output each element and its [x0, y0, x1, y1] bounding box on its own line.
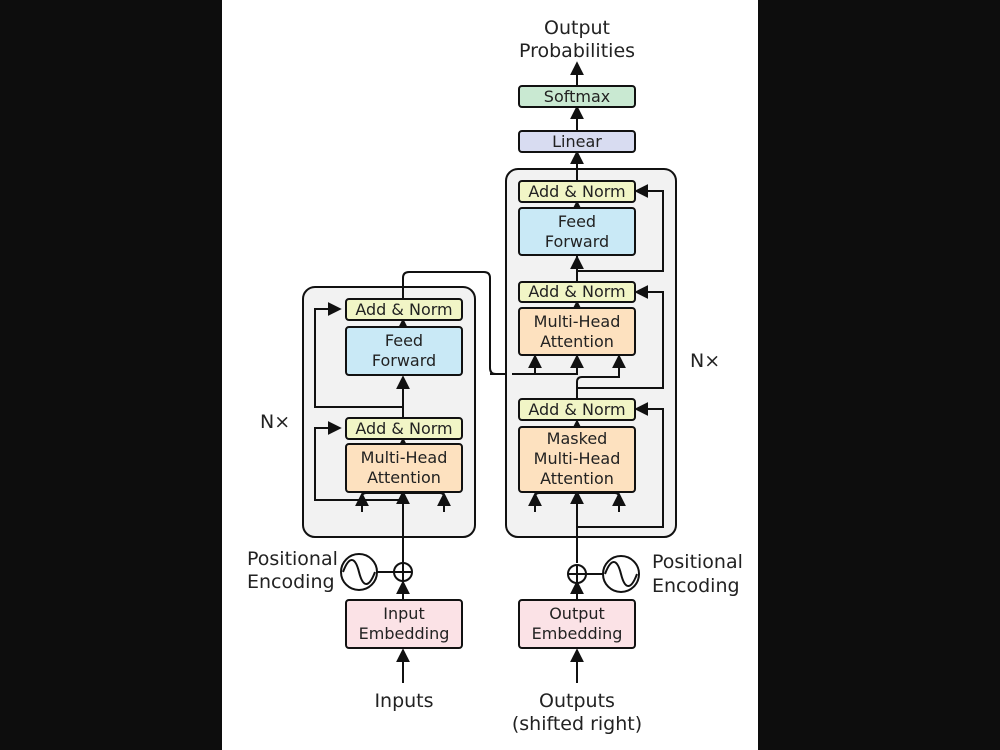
softmax-layer: Softmax — [518, 85, 636, 108]
output-probabilities-label-1: Output — [544, 17, 610, 39]
linear-layer: Linear — [518, 130, 636, 153]
svg-text:Attention: Attention — [540, 469, 614, 488]
encoder-feed-forward: Feed Forward — [345, 326, 463, 376]
decoder-add-norm-1: Add & Norm — [518, 398, 636, 421]
decoder-add-icon — [567, 564, 587, 584]
encoder-add-icon — [393, 562, 413, 582]
svg-text:Output: Output — [549, 604, 605, 623]
decoder-positional-label-1: Positional — [652, 551, 743, 573]
svg-text:Feed: Feed — [385, 331, 423, 350]
decoder-residual-3 — [577, 184, 664, 272]
decoder-sine-wave-icon — [602, 555, 640, 593]
decoder-residual-2 — [577, 285, 664, 389]
decoder-add-norm-3: Add & Norm — [518, 180, 636, 203]
svg-text:Embedding: Embedding — [359, 624, 450, 643]
decoder-add-norm-2: Add & Norm — [518, 281, 636, 303]
svg-text:Softmax: Softmax — [544, 87, 610, 106]
svg-text:Add & Norm: Add & Norm — [355, 419, 452, 438]
input-embedding: Input Embedding — [345, 599, 463, 649]
encoder-residual-2 — [314, 302, 403, 408]
svg-text:Feed: Feed — [558, 212, 596, 231]
encoder-positional-label-1: Positional — [247, 548, 338, 570]
svg-text:Add & Norm: Add & Norm — [528, 182, 625, 201]
decoder-nx-label: N× — [690, 350, 720, 372]
outputs-label: Outputs — [539, 690, 615, 712]
encoder-add-norm-1: Add & Norm — [345, 417, 463, 440]
svg-text:Add & Norm: Add & Norm — [528, 400, 625, 419]
output-embedding: Output Embedding — [518, 599, 636, 649]
decoder-cross-attn-query — [576, 356, 620, 398]
svg-text:Attention: Attention — [540, 332, 614, 351]
svg-text:Input: Input — [383, 604, 424, 623]
svg-text:Multi-Head: Multi-Head — [534, 312, 621, 331]
svg-text:Forward: Forward — [545, 232, 609, 251]
inputs-label: Inputs — [374, 690, 433, 712]
decoder-feed-forward: Feed Forward — [518, 207, 636, 256]
encoder-multi-head-attention: Multi-Head Attention — [345, 443, 463, 493]
svg-text:Add & Norm: Add & Norm — [528, 282, 625, 301]
encoder-add-norm-2: Add & Norm — [345, 298, 463, 321]
output-probabilities-label-2: Probabilities — [519, 40, 635, 62]
svg-text:Masked: Masked — [547, 429, 608, 448]
svg-text:Forward: Forward — [372, 351, 436, 370]
decoder-multi-head-attention: Multi-Head Attention — [518, 307, 636, 356]
svg-text:Attention: Attention — [367, 468, 441, 487]
decoder-positional-label-2: Encoding — [652, 575, 740, 597]
encoder-to-decoder-path — [402, 271, 538, 381]
transformer-diagram: Add & Norm Feed Forward Add & Norm Multi… — [247, 17, 743, 735]
decoder-masked-multi-head-attention: Masked Multi-Head Attention — [518, 426, 636, 493]
svg-text:Linear: Linear — [552, 132, 602, 151]
svg-text:Embedding: Embedding — [532, 624, 623, 643]
svg-text:Multi-Head: Multi-Head — [534, 449, 621, 468]
svg-text:Add & Norm: Add & Norm — [355, 300, 452, 319]
encoder-sine-wave-icon — [340, 553, 378, 591]
diagram-canvas: Add & Norm Feed Forward Add & Norm Multi… — [222, 0, 758, 750]
outputs-shifted-label: (shifted right) — [512, 713, 642, 735]
encoder-positional-label-2: Encoding — [247, 571, 335, 593]
decoder-residual-1 — [577, 402, 664, 528]
encoder-nx-label: N× — [260, 411, 290, 433]
svg-text:Multi-Head: Multi-Head — [361, 448, 448, 467]
